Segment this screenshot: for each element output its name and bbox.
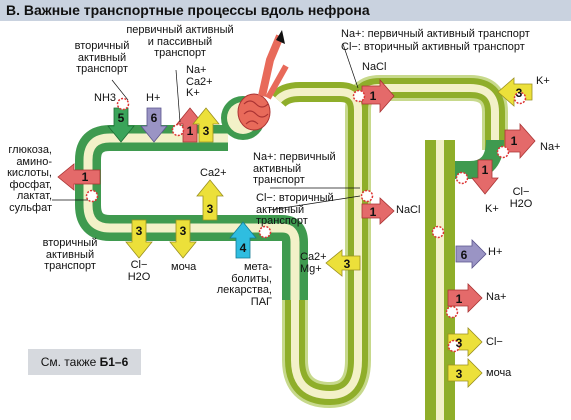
arrow-5 [107,107,135,143]
see-also-ref: Б1–6 [99,355,129,369]
label-cl-secondary-mid: Cl−: вторичный активный транспорт [256,192,334,227]
label-na-collect: Na+ [486,291,507,303]
label-nacl-loop: NaCl [396,204,421,216]
label-na-primary-right: Na+: первичный активный транспорт [341,28,530,40]
label-secondary-active-bottom: вторичный активный транспорт [42,237,98,272]
label-cl-h2o: Cl− H2O [127,259,151,283]
label-cl-collect: Cl− [486,336,503,348]
label-urine-collect: моча [486,367,512,379]
arrow-1-top [176,107,204,143]
arrow-1-left-number: 1 [81,170,89,184]
arrow-6 [140,107,168,143]
arrow-6-number: 6 [150,111,158,125]
arrow-1-left [57,163,101,191]
label-metabolites: мета- болиты, лекарства, ПАГ [216,261,272,308]
arrow-1-dist1-number: 1 [510,134,518,148]
arrow-1-top-number: 1 [186,124,194,138]
label-cl-secondary-right: Cl−: вторичный активный транспорт [341,41,525,53]
label-k-right-top: K+ [536,75,550,87]
label-primary-passive: первичный активный и пассивный транспорт [126,24,234,59]
arrow-3-collect2 [447,358,483,388]
label-ca-mid: Ca2+ [200,167,227,179]
arrow-5-number: 5 [117,111,125,125]
arrow-4-number: 4 [239,241,247,255]
leader-lines [52,43,361,211]
see-also-box: См. также Б1–6 [28,349,141,375]
arrow-1-loop-top [361,78,395,114]
arrow-3-mg [325,249,361,277]
label-na-primary-mid: Na+: первичный активный транспорт [253,151,336,186]
arrow-3-ca-number: 3 [206,202,214,216]
arrow-1-dist2 [471,159,499,195]
arrow-1-loop-mid [361,197,395,225]
arrow-3-top [192,107,220,143]
arrow-1-loop-mid-number: 1 [369,205,377,219]
arrow-3-mg-number: 3 [343,257,351,271]
arrow-3-urine-number: 3 [179,224,187,238]
label-nh3: NH3 [94,92,117,104]
transport-arrows [57,77,536,388]
arrow-3-urine [169,219,197,259]
header-bar: В. Важные транспортные процессы вдоль не… [0,0,571,21]
label-ca-mg: Ca2+ Mg+ [300,251,327,275]
arrow-1-loop-top-number: 1 [369,89,377,103]
diagram-title: В. Важные транспортные процессы вдоль не… [6,2,370,18]
label-secondary-active-top: вторичный активный транспорт [74,40,130,75]
label-h-top: H+ [146,92,161,104]
arrow-1-collect-number: 1 [455,292,463,306]
see-also-prefix: См. также [40,355,97,369]
arrow-6-collect [455,239,487,269]
label-h-right: H+ [488,246,503,258]
tubule-segments [75,75,508,420]
arrow-6-collect-number: 6 [460,248,468,262]
label-nacl-top: NaCl [362,61,387,73]
arrow-3-dist-number: 3 [515,86,523,100]
label-urine-left: моча [171,261,197,273]
label-left-substances: глюкоза, амино- кислоты, фосфат, лактат,… [7,144,52,214]
arrow-3-ca [196,179,224,221]
label-na-right: Na+ [540,141,561,153]
label-cl-h2o-right: Cl− H2O [509,186,533,210]
arrow-3-top-number: 3 [202,124,210,138]
label-ions-top: Na+ Ca2+ K+ [186,64,213,99]
label-k-right-low: K+ [485,203,499,215]
arrow-3-collect2-number: 3 [455,367,463,381]
arrow-3-cl [125,219,153,259]
arrow-3-cl-number: 3 [135,224,143,238]
arrow-3-collect1-number: 3 [455,336,463,350]
arrow-1-dist2-number: 1 [481,163,489,177]
arrow-4 [229,221,257,259]
glomerulus [221,30,289,140]
